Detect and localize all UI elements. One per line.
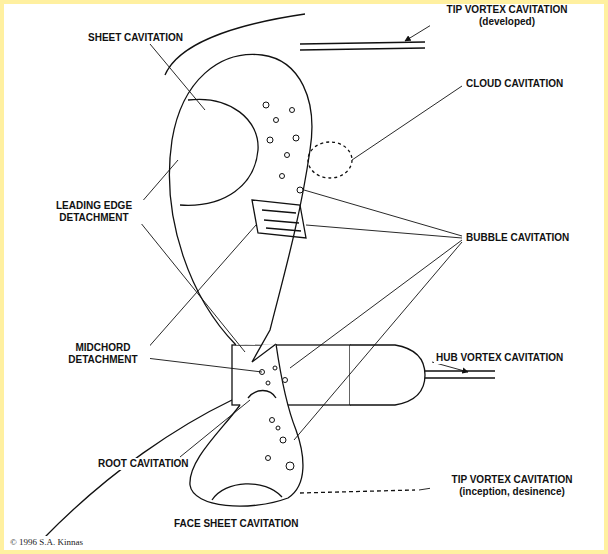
copyright-note: © 1996 S.A. Kinnas bbox=[8, 536, 85, 548]
callout-label: ROOT CAVITATION bbox=[96, 458, 191, 470]
hub-cap bbox=[350, 345, 425, 405]
sheet-cavity bbox=[180, 99, 258, 205]
tip-vortex bbox=[300, 42, 425, 50]
face-sheet-cavity bbox=[212, 484, 282, 500]
upper-blade bbox=[169, 54, 311, 362]
cloud-cavity bbox=[308, 142, 352, 178]
callout-label: TIP VORTEX CAVITATION (inception, desine… bbox=[430, 474, 594, 498]
callout-label: TIP VORTEX CAVITATION (developed) bbox=[430, 4, 584, 28]
callout-label: MIDCHORD DETACHMENT bbox=[56, 342, 150, 366]
callout-label: CLOUD CAVITATION bbox=[464, 78, 565, 90]
tip-vortex-dashed bbox=[300, 490, 415, 493]
callout-label: SHEET CAVITATION bbox=[86, 32, 185, 44]
callout-label: HUB VORTEX CAVITATION bbox=[434, 352, 565, 364]
callout-label: FACE SHEET CAVITATION bbox=[172, 518, 300, 530]
lower-blade bbox=[190, 344, 303, 506]
leader-lines bbox=[140, 22, 468, 490]
bubbles bbox=[260, 102, 304, 470]
callout-label: LEADING EDGE DETACHMENT bbox=[44, 200, 144, 224]
hub bbox=[232, 345, 350, 405]
callout-label: BUBBLE CAVITATION bbox=[464, 232, 571, 244]
bubble-patch bbox=[252, 200, 306, 238]
hub-vortex bbox=[425, 371, 495, 378]
root-cavity bbox=[248, 391, 276, 399]
